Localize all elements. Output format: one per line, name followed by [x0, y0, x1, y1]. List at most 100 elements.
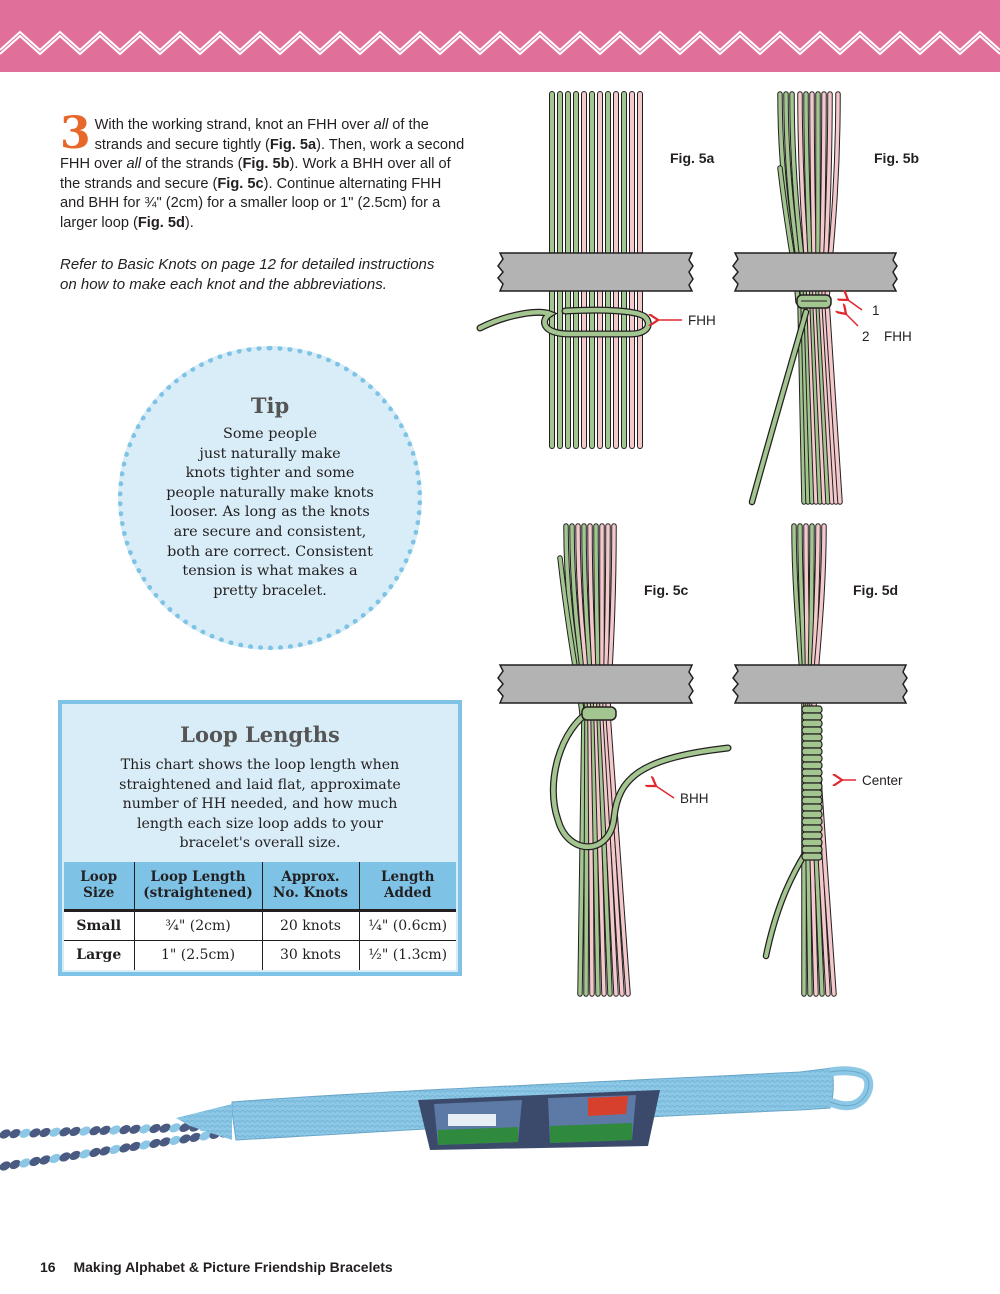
knot — [801, 726, 823, 735]
knot — [801, 845, 823, 854]
bracelet-picture-motif — [418, 1090, 660, 1150]
description-line: straightened and laid flat, approximate — [119, 776, 401, 793]
knot — [801, 824, 823, 833]
figure-5c-annotation: BHH — [680, 791, 709, 806]
masking-tape — [732, 664, 908, 704]
knot — [801, 838, 823, 847]
step-text: With the working strand, knot an FHH ove… — [60, 117, 464, 231]
knot — [801, 831, 823, 840]
column-header-approx-knots: Approx.No. Knots — [262, 862, 360, 912]
page-number: 16 — [40, 1259, 56, 1275]
cord-segment — [19, 1128, 31, 1138]
working-strand — [764, 850, 808, 958]
tip-line: knots tighter and some — [185, 465, 355, 482]
knot-illustrations — [476, 91, 908, 997]
arrow-icon — [848, 300, 863, 311]
cord-segment — [199, 1131, 211, 1141]
strand — [558, 556, 584, 716]
working-strand — [551, 707, 731, 849]
knot — [801, 782, 823, 791]
cord-segment — [89, 1147, 101, 1158]
table-cell: ¹⁄₄" (0.6cm) — [359, 910, 456, 941]
step-text-segment: all — [126, 156, 142, 173]
knot — [801, 789, 823, 798]
cord-segment — [149, 1123, 161, 1134]
step-text-segment: ). — [184, 214, 194, 231]
cord-segment — [189, 1132, 201, 1142]
cord-segment — [39, 1155, 51, 1165]
knot — [801, 747, 823, 756]
figure-5a-label: Fig. 5a — [670, 150, 715, 166]
knot — [801, 768, 823, 777]
step-text-segment: ). Continue alternating FHH and BHH for … — [60, 175, 442, 231]
tip-line: are secure and consistent, — [173, 523, 367, 540]
reference-note: Refer to Basic Knots on page 12 for deta… — [60, 256, 435, 293]
figure-5d-annotation: Center — [862, 773, 903, 788]
working-strand — [549, 706, 732, 851]
table-cell: 20 knots — [262, 910, 360, 941]
table-row: Large 1" (2.5cm) 30 knots ¹⁄₂" (1.3cm) — [64, 940, 456, 970]
cord-segment — [159, 1137, 171, 1147]
cord-segment — [69, 1126, 81, 1137]
figure-5b-label: Fig. 5b — [874, 150, 920, 166]
cord-segment — [99, 1146, 111, 1156]
working-strand — [762, 848, 810, 960]
masking-tape — [732, 252, 898, 292]
cord-segment — [129, 1124, 141, 1134]
loop-lengths-title: Loop Lengths — [180, 722, 340, 747]
figure-group: Fig. 5a FHH Fig. 5b 1 2 FHH Fig. 5c BHH … — [470, 88, 1000, 1003]
page-footer: 16 Making Alphabet & Picture Friendship … — [40, 1259, 393, 1275]
table-cell: Small — [64, 910, 135, 941]
figure-5d — [732, 523, 908, 997]
tip-line: just naturally make — [199, 445, 341, 462]
step-text-segment: Fig. 5b — [242, 156, 290, 173]
step-text-segment: all — [373, 117, 389, 133]
figure-5b — [732, 91, 898, 506]
description-line: number of HH needed, and how much — [122, 796, 398, 812]
table-cell: 1" (2.5cm) — [134, 940, 263, 970]
knot — [801, 740, 823, 749]
knot — [801, 733, 823, 742]
knot — [801, 817, 823, 826]
cord-segment — [69, 1150, 81, 1161]
figure-5c — [497, 523, 732, 997]
cord-segment — [49, 1153, 61, 1164]
bracelet-photo — [0, 1000, 1000, 1185]
knot — [801, 775, 823, 784]
figure-5b-annotation: FHH — [884, 329, 912, 344]
arrow-icon — [846, 314, 859, 327]
loop-lengths-box: Loop Lengths This chart shows the loop l… — [58, 700, 462, 976]
zigzag-pattern — [0, 30, 1000, 56]
bracelet-end-loop — [828, 1066, 874, 1111]
cord-segment — [79, 1126, 91, 1136]
cord-segment — [109, 1144, 121, 1155]
bracelet-illustration — [0, 1066, 874, 1171]
masking-tape — [497, 252, 694, 292]
figure-5c-label: Fig. 5c — [644, 582, 689, 598]
strands — [557, 523, 631, 997]
cord-segment — [0, 1161, 11, 1171]
step-text-segment: Fig. 5a — [269, 136, 317, 153]
tip-line: both are correct. Consistent — [167, 543, 373, 560]
cord-segment — [179, 1122, 191, 1133]
step-text-segment: ). Then, work a second FHH over — [60, 136, 465, 173]
cord-segment — [79, 1149, 91, 1159]
figure-5b-marker-2: 2 — [862, 329, 870, 344]
cord-segment — [9, 1129, 21, 1139]
figure-5a — [476, 91, 694, 449]
cord-segment — [139, 1140, 151, 1150]
tip-body: Some people just naturally make knots ti… — [123, 425, 417, 601]
cord-segment — [9, 1159, 21, 1170]
cord-segment — [0, 1129, 11, 1139]
header-banner — [0, 0, 1000, 72]
masking-tape — [497, 664, 694, 704]
step-text-segment: of the strands ( — [141, 156, 243, 173]
description-line: length each size loop adds to your — [136, 815, 383, 832]
knot — [801, 810, 823, 819]
description-line: bracelet's overall size. — [179, 835, 341, 851]
description-line: This chart shows the loop length when — [120, 757, 400, 773]
tip-callout: Tip Some people just naturally make knot… — [118, 346, 422, 650]
